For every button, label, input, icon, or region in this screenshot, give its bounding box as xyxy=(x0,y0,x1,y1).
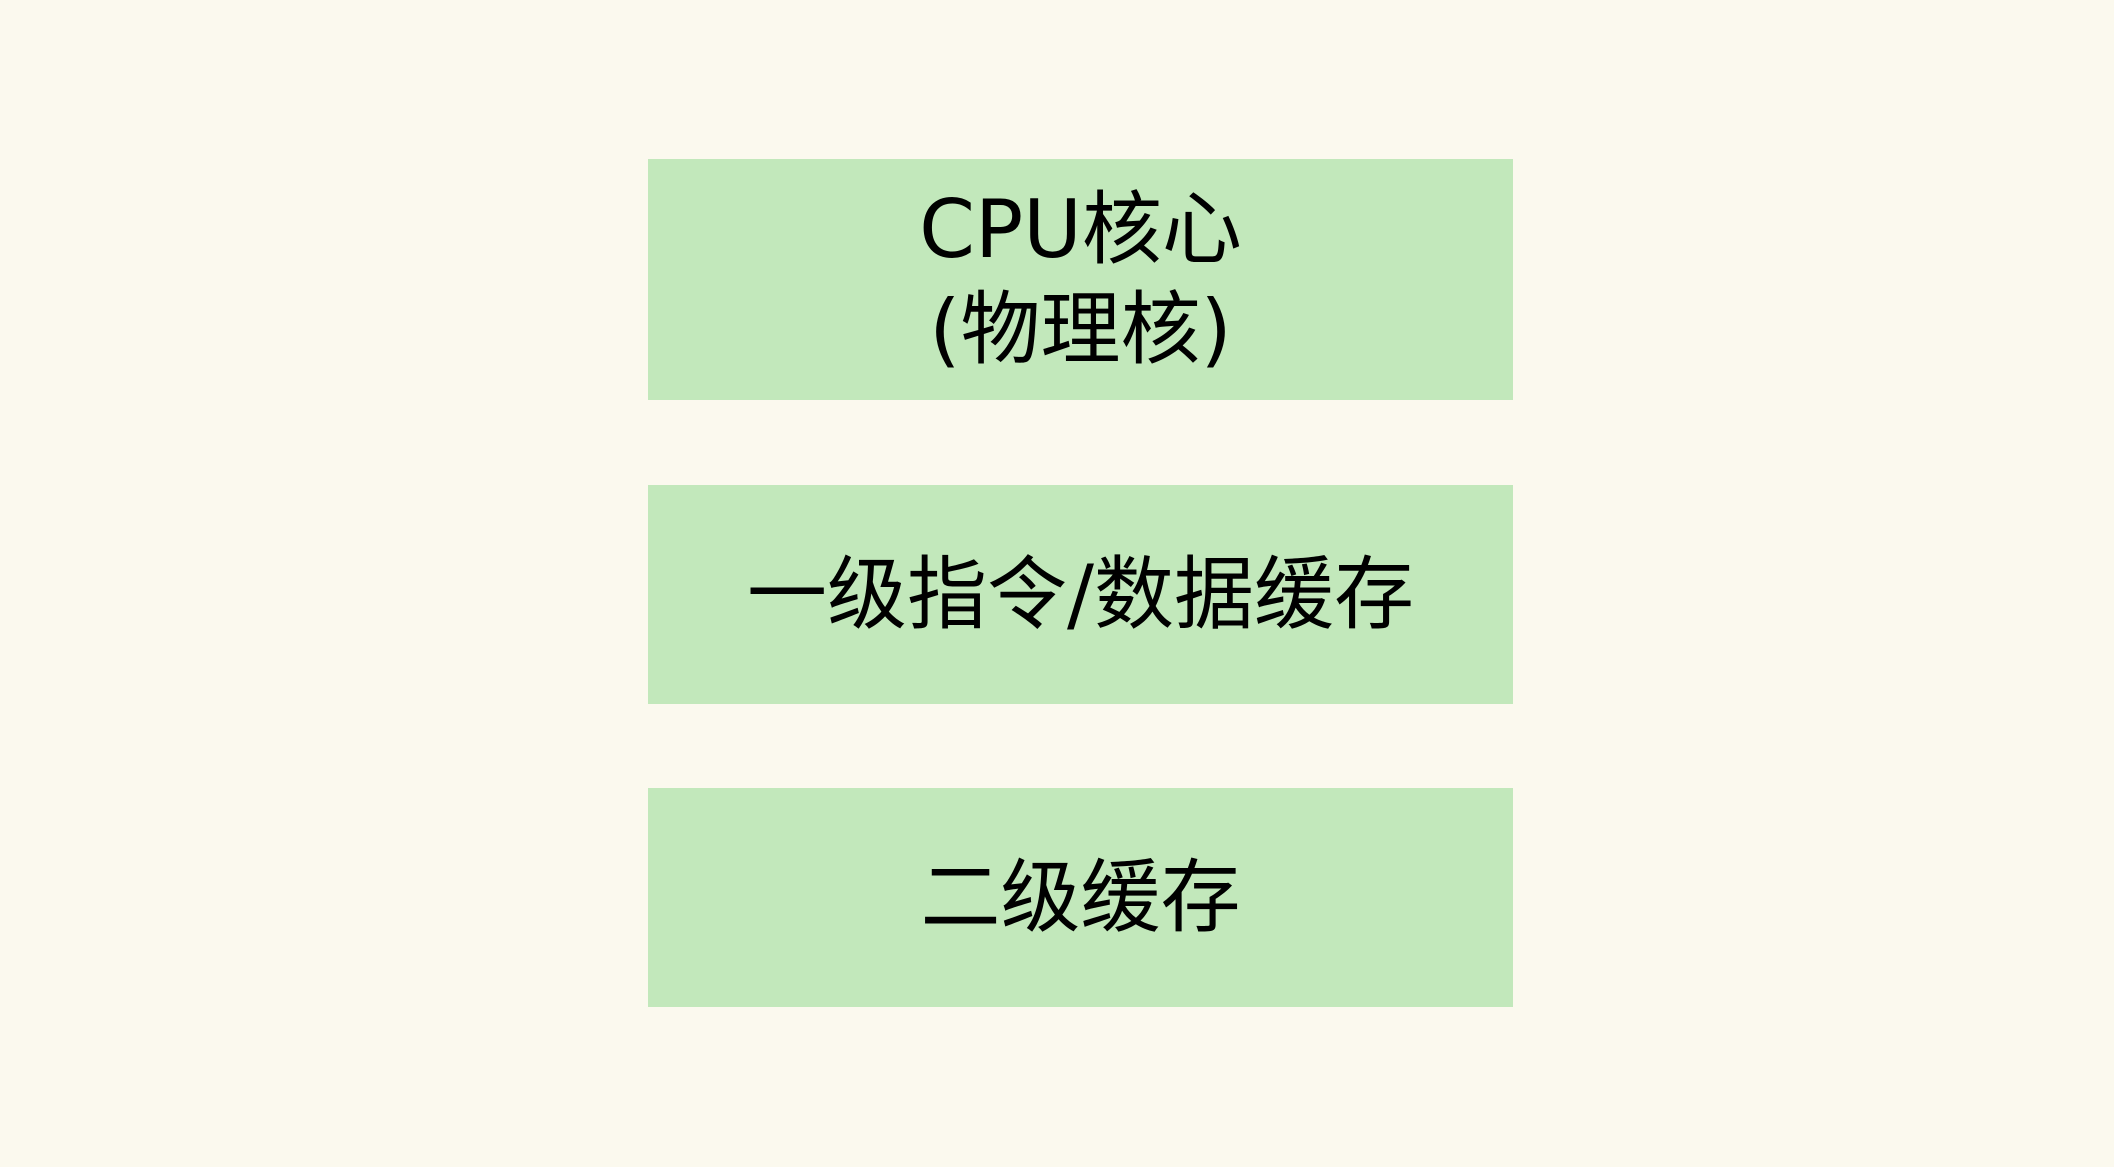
cpu-core-box: CPU核心 (物理核) xyxy=(648,159,1513,400)
l2-cache-box: 二级缓存 xyxy=(648,788,1513,1007)
physical-core-label: (物理核) xyxy=(929,282,1232,376)
l1-cache-label: 一级指令/数据缓存 xyxy=(747,547,1414,641)
cpu-core-label: CPU核心 xyxy=(919,182,1242,276)
l1-cache-box: 一级指令/数据缓存 xyxy=(648,485,1513,704)
l2-cache-label: 二级缓存 xyxy=(920,850,1241,944)
